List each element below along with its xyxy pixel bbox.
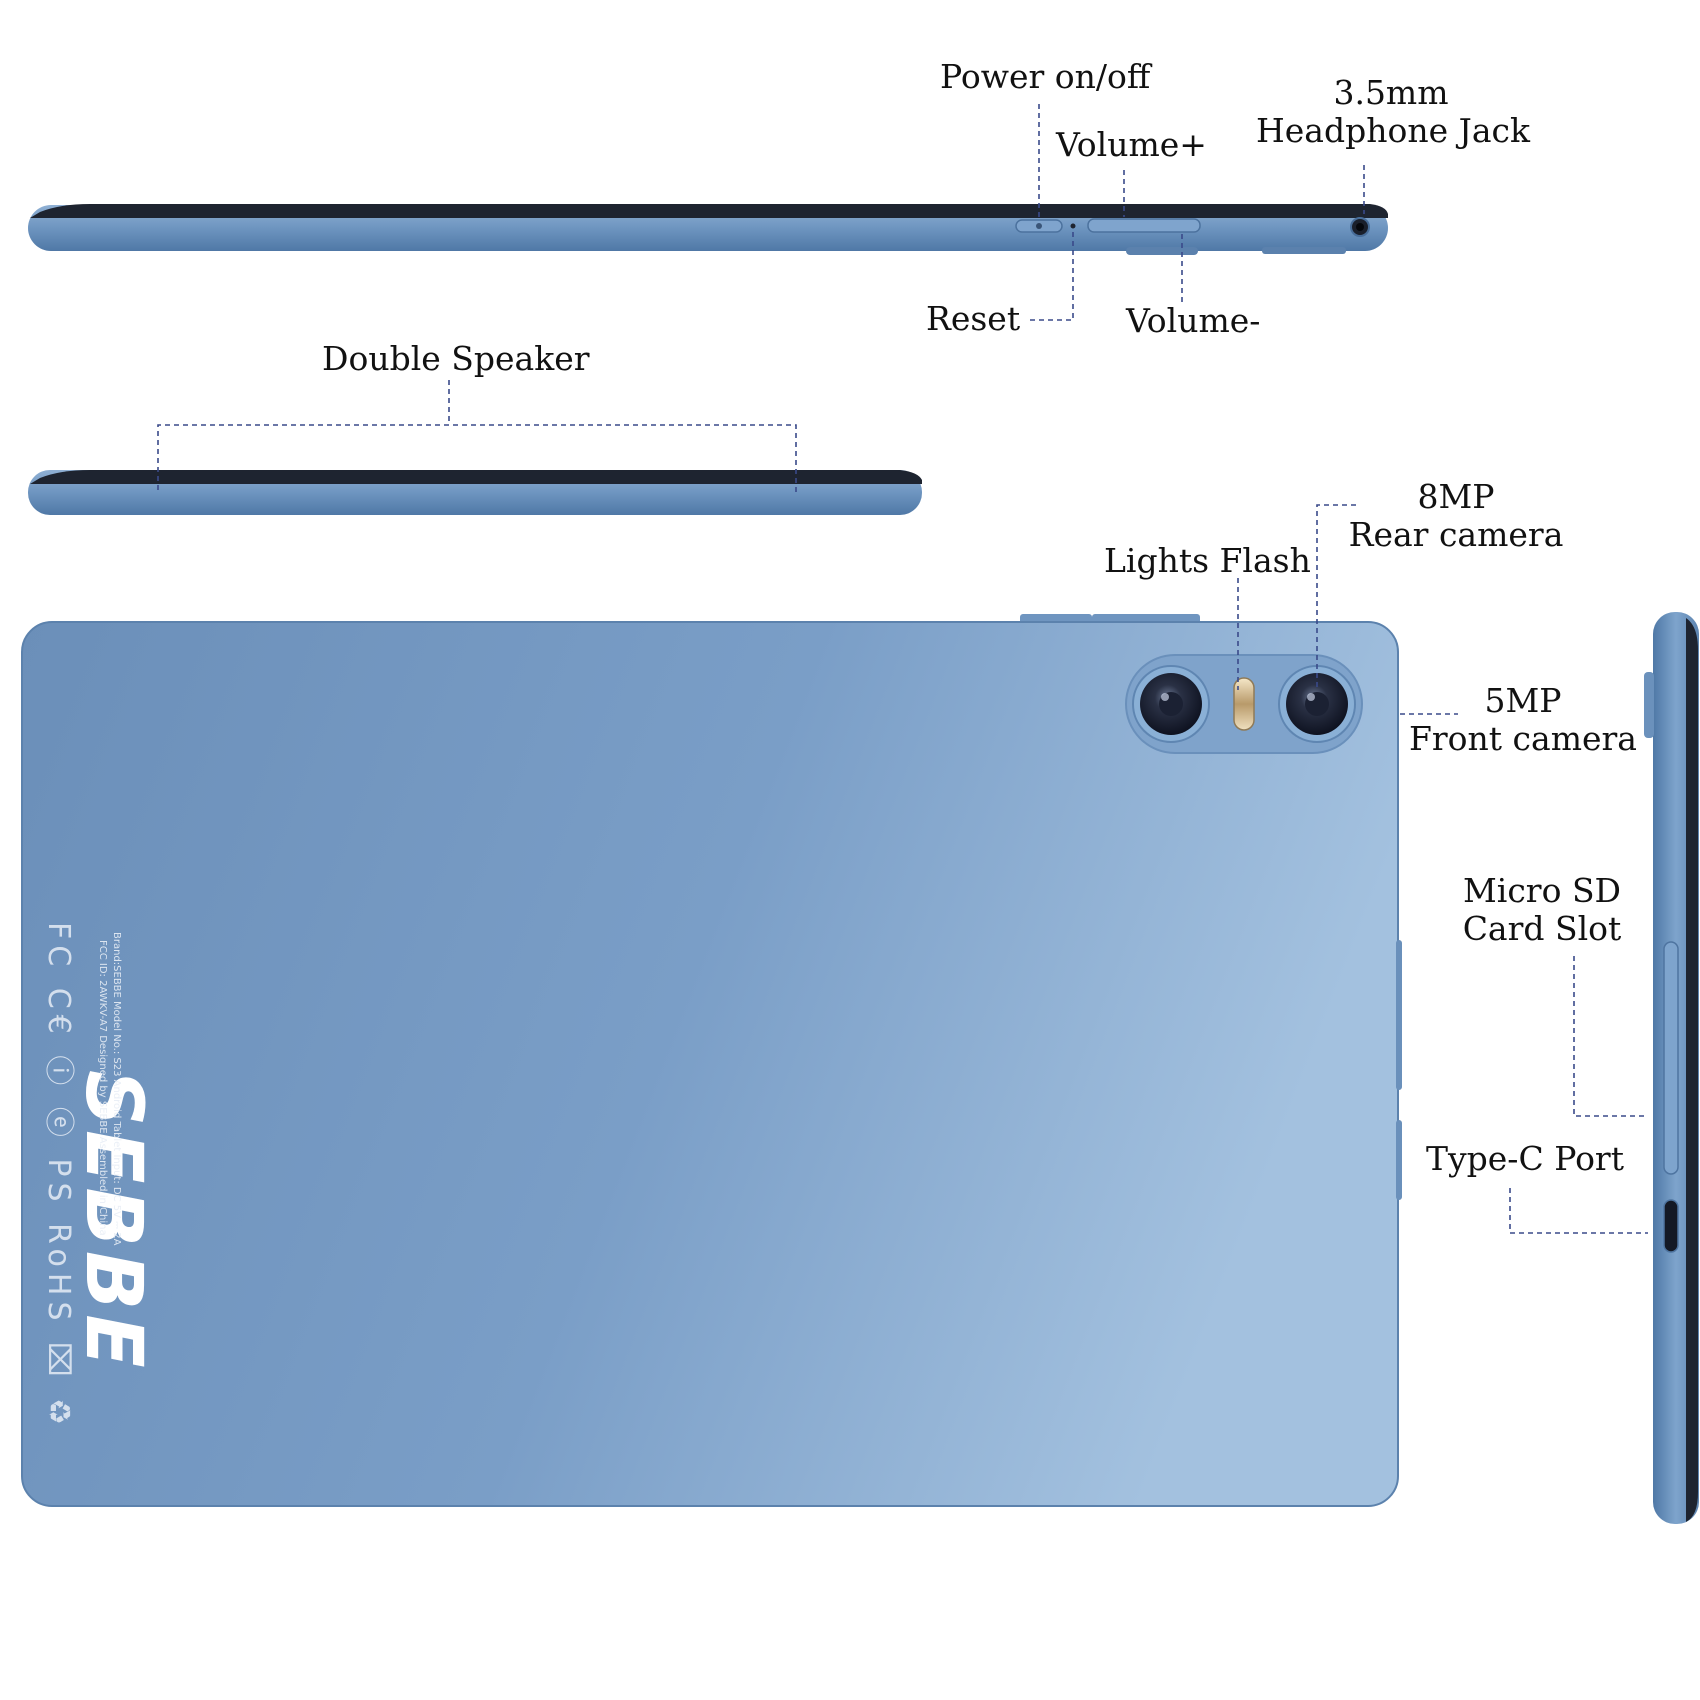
right-side-view [1644,612,1699,1524]
fine-print-line-2: FCC ID: 2AWKV-A7 Designed by SEBBE Assem… [97,940,108,1236]
leader-lines [157,104,1648,1234]
label-lights-flash: Lights Flash [1104,541,1311,580]
side-bezel [1686,618,1698,1522]
label-power: Power on/off [940,57,1151,96]
label-rear-camera: 8MP Rear camera [1346,478,1566,554]
label-micro-sd-line-1: Micro SD [1462,871,1622,910]
label-volume-down: Volume- [1126,301,1261,340]
flash-led [1233,677,1255,731]
reset-hole [1070,223,1076,229]
label-micro-sd-line-2: Card Slot [1462,909,1622,948]
bottom-edge-bezel [30,470,922,484]
label-double-speaker: Double Speaker [322,339,590,378]
top-edge-view [28,204,1388,255]
bottom-edge-view [28,470,922,515]
leader-micro-sd [1573,956,1648,1117]
label-rear-camera-line-1: 8MP [1417,477,1495,516]
volume-rocker [1087,218,1201,233]
label-rear-camera-line-2: Rear camera [1348,515,1564,554]
label-headphone-line-2: Headphone Jack [1256,111,1531,150]
leader-reset [1030,232,1074,321]
tablet-back-body [21,621,1399,1507]
leader-rear-camera [1316,504,1356,690]
label-front-camera-line-1: 5MP [1484,681,1562,720]
label-type-c: Type-C Port [1426,1139,1624,1178]
tablet-back-view [21,614,1402,1507]
type-c-port [1663,1199,1679,1253]
label-front-camera-line-2: Front camera [1409,719,1637,758]
certification-marks: FC C€ ⓘ ⓔ PS RoHS ⌧ ♻ [41,922,76,1432]
label-micro-sd: Micro SD Card Slot [1442,872,1642,948]
label-headphone-jack: 3.5mm Headphone Jack [1256,73,1531,150]
label-volume-up: Volume+ [1056,125,1207,164]
micro-sd-slot [1663,941,1679,1175]
fine-print-line-1: Brand:SEBBE Model No.: S23 Android Table… [111,932,122,1246]
top-edge-bezel [30,204,1388,218]
label-front-camera: 5MP Front camera [1408,682,1638,758]
leader-type-c [1509,1188,1648,1234]
label-headphone-line-1: 3.5mm [1333,73,1449,112]
label-reset: Reset [926,299,1021,338]
